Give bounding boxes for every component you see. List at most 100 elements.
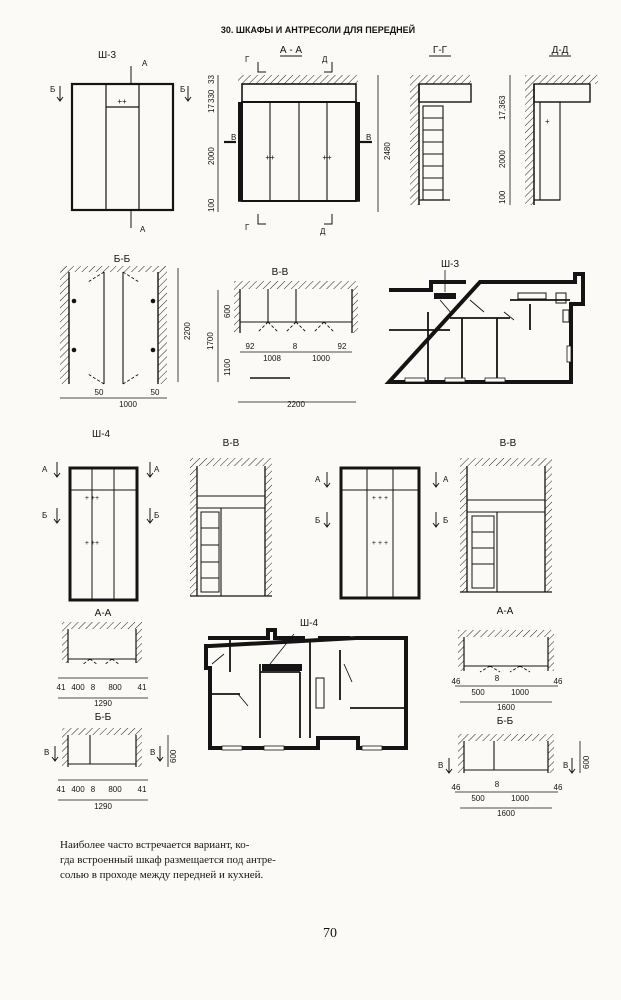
svg-text:8: 8: [495, 674, 500, 683]
section-vv-plan: В-В 600 1700 1100 92 1008 8 1000 92 2200: [206, 267, 358, 409]
svg-text:2480: 2480: [383, 142, 392, 160]
svg-text:33: 33: [207, 75, 216, 84]
svg-text:50: 50: [151, 388, 160, 397]
svg-text:8: 8: [293, 342, 298, 351]
section-aa-plan-right: А-А 46 8 500 1000 46 1600: [452, 606, 563, 712]
section-vv-view-right: В-В: [460, 438, 552, 593]
svg-text:А: А: [42, 465, 48, 474]
svg-text:В: В: [366, 133, 371, 142]
section-aa-right-title: А-А: [497, 606, 514, 617]
svg-text:1000: 1000: [511, 688, 529, 697]
svg-text:Б: Б: [50, 85, 55, 94]
svg-text:46: 46: [554, 677, 563, 686]
svg-text:8: 8: [91, 785, 96, 794]
svg-text:++: ++: [117, 97, 127, 106]
svg-text:800: 800: [108, 683, 122, 692]
svg-text:100: 100: [207, 198, 216, 212]
svg-text:1600: 1600: [497, 703, 515, 712]
svg-text:800: 800: [108, 785, 122, 794]
svg-text:Б: Б: [315, 516, 320, 525]
svg-text:1600: 1600: [497, 809, 515, 818]
page-header: 30. ШКАФЫ И АНТРЕСОЛИ ДЛЯ ПЕРЕДНЕЙ: [221, 24, 415, 35]
section-bb-plan-right: Б-Б В В 600 46 8 500 1000 46 1600: [438, 716, 591, 818]
svg-text:600: 600: [169, 749, 178, 763]
section-bb-plan: Б-Б 2200 50 50 1000: [60, 254, 192, 409]
svg-text:2200: 2200: [183, 322, 192, 340]
svg-text:400: 400: [71, 785, 85, 794]
svg-text:+: +: [545, 117, 550, 126]
page-number: 70: [323, 926, 337, 941]
svg-text:2200: 2200: [287, 400, 305, 409]
svg-text:41: 41: [138, 683, 147, 692]
svg-text:100: 100: [498, 190, 507, 204]
svg-text:17,363: 17,363: [498, 95, 507, 120]
svg-text:А: А: [142, 59, 148, 68]
section-vv-view-left: В-В: [190, 438, 272, 597]
section-aa-view: А - А ++ ++ 33 330 17 2000 100 2480 В В …: [207, 45, 392, 236]
svg-text:Б: Б: [42, 511, 47, 520]
svg-text:А: А: [140, 225, 146, 234]
svg-text:46: 46: [452, 677, 461, 686]
section-aa-plan-left: А-А 41 400 8 800 41 1290: [57, 608, 148, 708]
svg-text:+ + +: + + +: [372, 495, 388, 502]
svg-text:330: 330: [207, 89, 216, 103]
sh4-apartment-plan: Ш-4: [204, 618, 408, 751]
svg-text:400: 400: [71, 683, 85, 692]
svg-text:500: 500: [471, 688, 485, 697]
sh4-front-view-right: + + + + + + А А Б Б: [315, 466, 449, 600]
svg-text:+ + +: + + +: [372, 540, 388, 547]
svg-text:1700: 1700: [206, 332, 215, 350]
svg-text:2000: 2000: [498, 150, 507, 168]
svg-text:++: ++: [322, 153, 332, 162]
svg-text:А: А: [315, 475, 321, 484]
sh4-label: Ш-4: [92, 429, 110, 440]
svg-text:+ ++: + ++: [85, 495, 99, 502]
sh3-label: Ш-3: [98, 50, 116, 61]
svg-text:1000: 1000: [119, 400, 137, 409]
svg-text:++: ++: [265, 153, 275, 162]
section-vv-title: В-В: [272, 267, 289, 278]
svg-text:А: А: [443, 475, 449, 484]
sh4-front-view-left: + ++ + ++ А А Б Б: [42, 462, 160, 602]
body-text: Наиболее часто встречается вариант, ко- …: [60, 839, 276, 881]
svg-text:Д: Д: [320, 227, 326, 236]
section-aa-left-title: А-А: [95, 608, 112, 619]
svg-text:1100: 1100: [223, 358, 232, 376]
sh3-apartment-plan: Ш-3: [384, 259, 585, 384]
svg-text:В: В: [44, 748, 49, 757]
svg-text:50: 50: [95, 388, 104, 397]
svg-text:В: В: [438, 761, 443, 770]
section-vv-right-title: В-В: [500, 438, 517, 449]
section-gg-view: Г-Г: [410, 45, 472, 205]
svg-text:8: 8: [495, 780, 500, 789]
section-bb-plan-left: Б-Б В В 600 41 400 8 800 41 1290: [44, 712, 178, 811]
svg-text:2000: 2000: [207, 147, 216, 165]
svg-text:41: 41: [57, 785, 66, 794]
svg-text:8: 8: [91, 683, 96, 692]
svg-text:В: В: [150, 748, 155, 757]
svg-text:Д: Д: [322, 55, 328, 64]
svg-text:1290: 1290: [94, 699, 112, 708]
svg-text:Б: Б: [154, 511, 159, 520]
sh4-plan-label: Ш-4: [300, 618, 318, 629]
svg-text:А: А: [154, 465, 160, 474]
section-bb-right-title: Б-Б: [497, 716, 514, 727]
svg-text:1000: 1000: [312, 354, 330, 363]
svg-text:41: 41: [57, 683, 66, 692]
svg-text:+ ++: + ++: [85, 540, 99, 547]
section-bb-left-title: Б-Б: [95, 712, 112, 723]
section-dd-title: Д-Д: [552, 45, 569, 56]
section-aa-title: А - А: [280, 45, 303, 56]
svg-text:В: В: [563, 761, 568, 770]
svg-text:1008: 1008: [263, 354, 281, 363]
section-bb-title: Б-Б: [114, 254, 131, 265]
svg-text:46: 46: [452, 783, 461, 792]
svg-text:В: В: [231, 133, 236, 142]
svg-text:92: 92: [246, 342, 255, 351]
svg-text:92: 92: [338, 342, 347, 351]
svg-text:41: 41: [138, 785, 147, 794]
svg-text:1290: 1290: [94, 802, 112, 811]
svg-text:Б: Б: [443, 516, 448, 525]
svg-text:17: 17: [207, 104, 216, 113]
